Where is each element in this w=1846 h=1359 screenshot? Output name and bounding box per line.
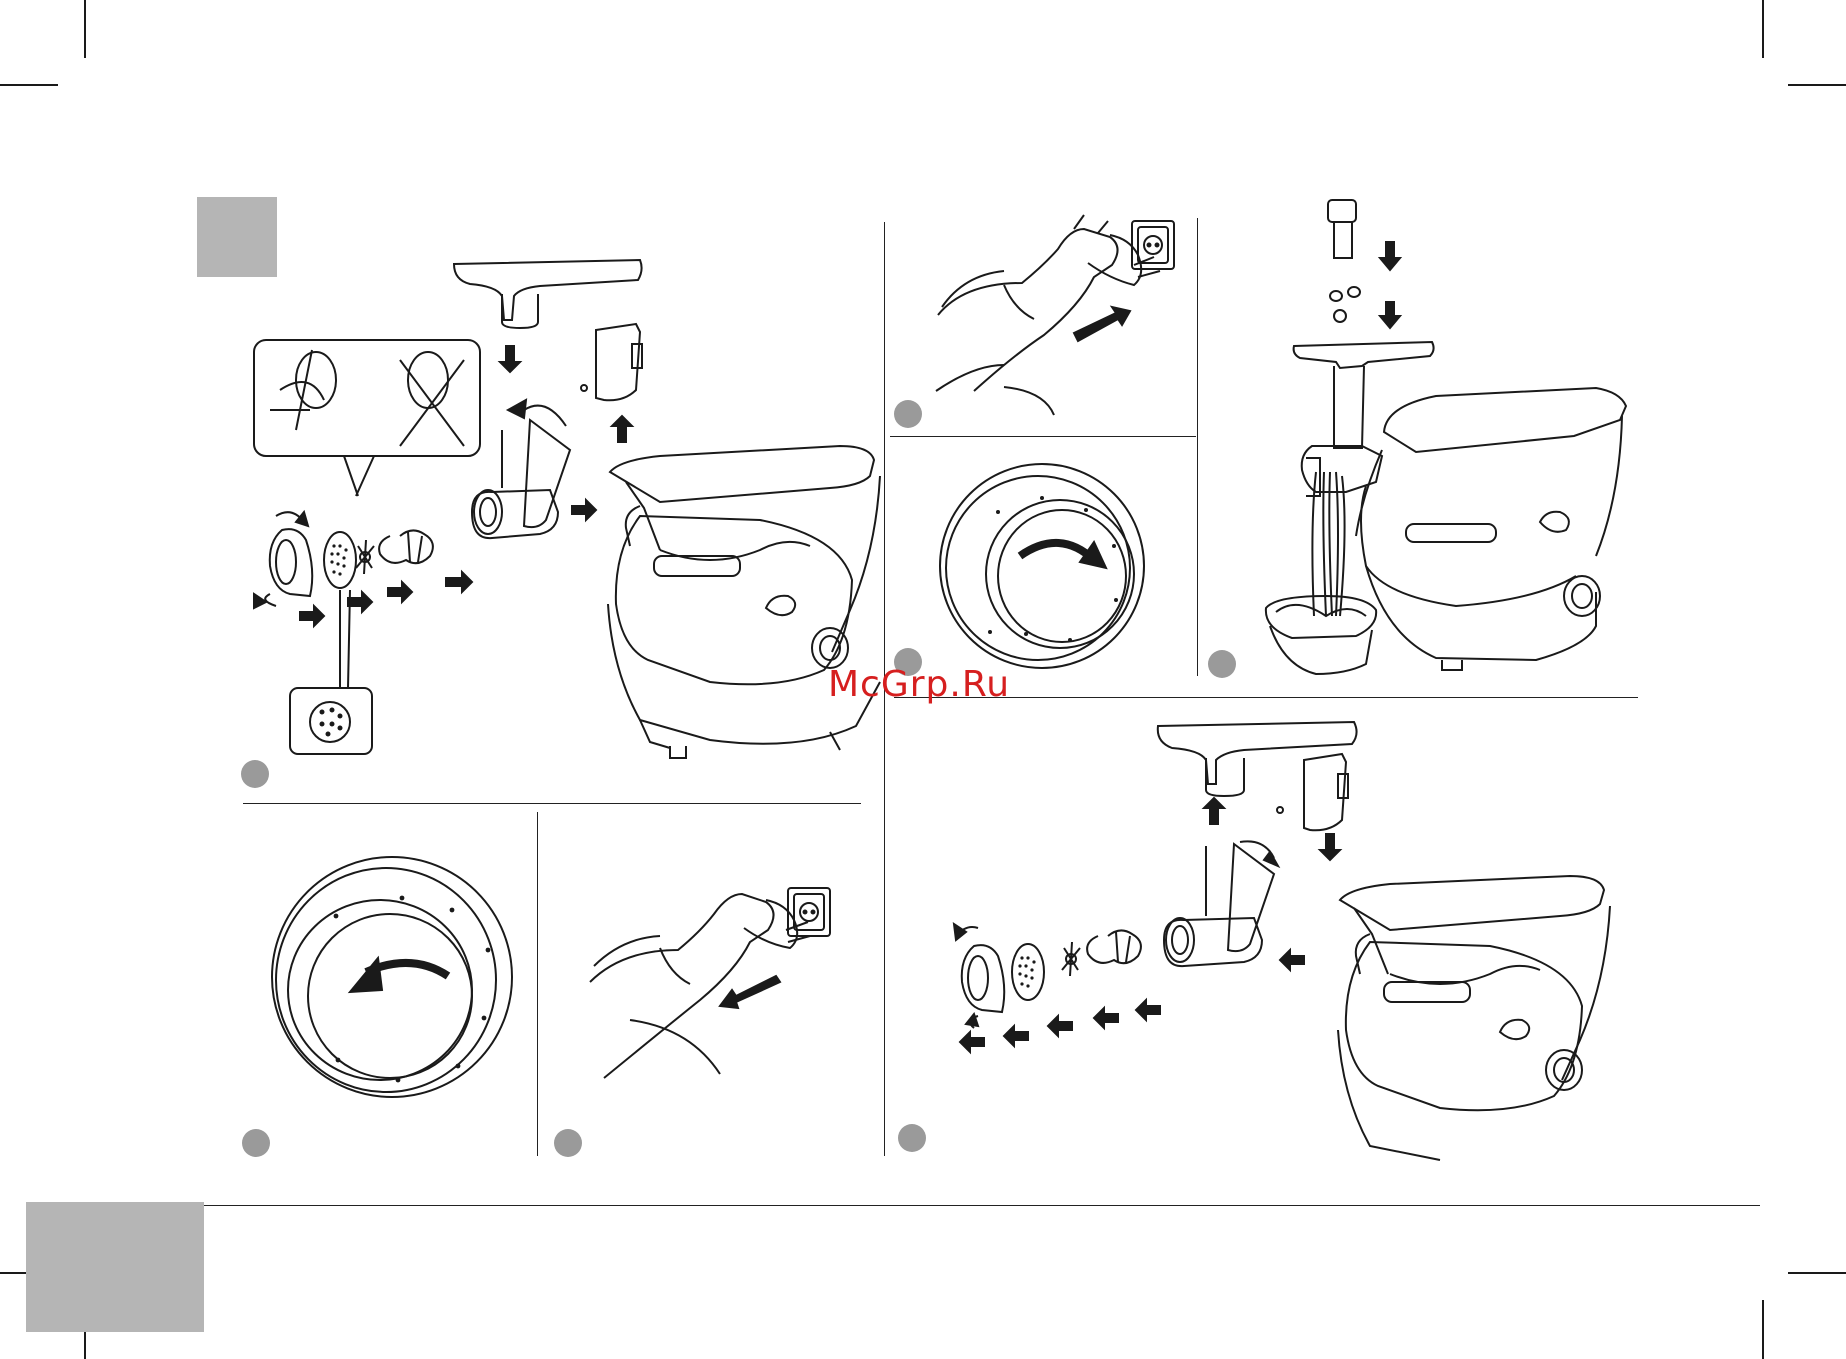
plug-into-socket-illustration	[934, 215, 1194, 415]
meat-grinder-assembly-illustration	[240, 250, 890, 770]
mincing-with-pusher-illustration	[1236, 196, 1626, 676]
crop-mark	[1788, 1272, 1846, 1274]
watermark: McGrp.Ru	[828, 664, 1010, 705]
step-marker	[242, 1129, 270, 1157]
speed-dial-clockwise-illustration	[930, 458, 1156, 674]
divider-left-vertical	[537, 812, 538, 1156]
bottom-rule	[204, 1205, 1760, 1206]
crop-mark	[0, 84, 58, 86]
step-marker	[1208, 650, 1236, 678]
step-marker	[898, 1124, 926, 1152]
step-marker	[554, 1129, 582, 1157]
divider-left-horizontal	[243, 803, 861, 804]
crop-mark	[1762, 0, 1764, 58]
step-marker	[894, 400, 922, 428]
unplug-from-socket-illustration	[590, 878, 850, 1108]
crop-mark	[84, 0, 86, 58]
crop-mark	[1788, 84, 1846, 86]
divider-right-horizontal-top	[890, 436, 1196, 437]
page-tab-block	[26, 1202, 204, 1332]
speed-dial-counterclockwise-illustration	[262, 852, 518, 1102]
crop-mark	[1762, 1300, 1764, 1359]
meat-grinder-disassembly-illustration	[944, 720, 1624, 1160]
divider-right-vertical-top	[1197, 218, 1198, 676]
